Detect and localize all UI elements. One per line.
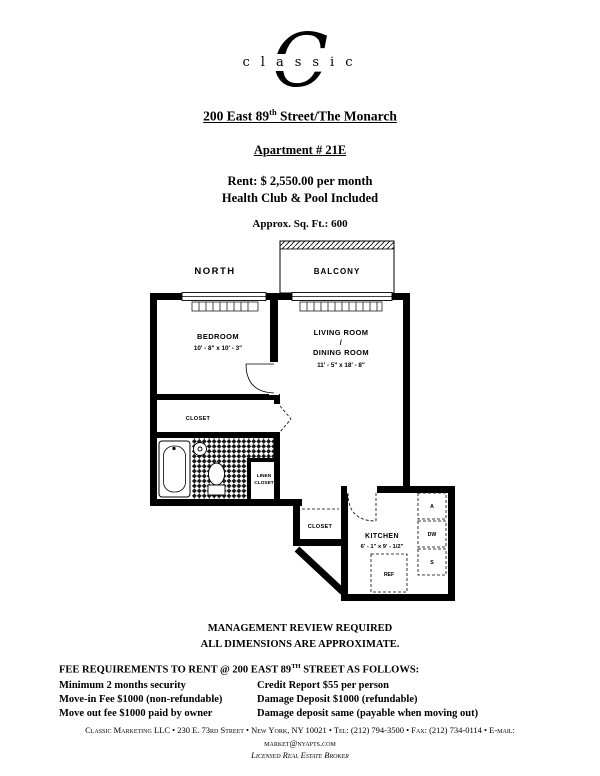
linen-closet-floor — [247, 457, 278, 499]
fee-item-right: Damage deposit same (payable when moving… — [257, 707, 479, 719]
linen-closet-walls — [247, 457, 278, 499]
fee-row: Minimum 2 months security Credit Report … — [59, 679, 541, 693]
kitchen-dims: 6' - 1" x 9' - 1/2" — [361, 544, 404, 550]
fee-heading-text: FEE REQUIREMENTS TO RENT @ 200 EAST 89 — [59, 664, 292, 676]
living-room-slash: / — [340, 338, 343, 347]
balcony-label: BALCONY — [314, 267, 361, 276]
linen-closet-label-2: CLOSET — [254, 480, 274, 486]
footer-contact-line: Classic Marketing LLC • 230 E. 73rd Stre… — [85, 724, 515, 748]
fee-heading-rest: STREET AS FOLLOWS: — [300, 664, 420, 676]
appliance-a-label: A — [430, 504, 434, 510]
floor-plan: NORTH BALCONY — [150, 240, 455, 601]
dining-room-label: DINING ROOM — [313, 348, 369, 357]
living-room-label: LIVING ROOM — [314, 328, 369, 337]
brand-logo: C classic — [0, 24, 600, 102]
fee-item-right: Damage Deposit $1000 (refundable) — [257, 693, 418, 705]
bedroom-closet-label: CLOSET — [186, 416, 211, 422]
radiator-icons — [191, 301, 383, 311]
bedroom-label: BEDROOM — [197, 332, 239, 341]
north-label: NORTH — [194, 266, 235, 277]
rent-line: Rent: $ 2,550.00 per month — [227, 173, 373, 188]
appliance-ref-label: REF — [384, 572, 394, 578]
sink-icon — [193, 441, 207, 456]
building-title: 200 East 89th Street/The Monarch — [0, 108, 600, 125]
notes-block: MANAGEMENT REVIEW REQUIRED ALL DIMENSION… — [0, 621, 600, 654]
fee-heading-sup: TH — [291, 663, 301, 671]
kitchen-label: KITCHEN — [365, 533, 399, 540]
management-review-note: MANAGEMENT REVIEW REQUIRED — [207, 622, 393, 634]
living-room-dims: 11' - 5" x 18' - 8" — [317, 362, 365, 369]
toilet-icon — [207, 462, 226, 495]
square-feet-line: Approx. Sq. Ft.: 600 — [252, 217, 348, 230]
footer-broker-line: Licensed Real Estate Broker — [251, 750, 349, 761]
footer: Classic Marketing LLC • 230 E. 73rd Stre… — [63, 724, 537, 762]
floor-plan-container: NORTH BALCONY — [0, 236, 600, 613]
bedroom-dims: 10' - 8" x 10' - 3" — [194, 345, 242, 352]
fee-row: Move out fee $1000 paid by owner Damage … — [59, 707, 541, 721]
kitchen-appliance-boxes — [370, 492, 447, 592]
building-title-sup: th — [269, 108, 277, 117]
hall-closet-label: CLOSET — [308, 524, 333, 530]
bathtub-icon — [158, 440, 191, 497]
building-title-rest: Street/The Monarch — [276, 108, 397, 124]
appliance-s-label: S — [430, 560, 434, 566]
appliance-dw-label: DW — [428, 532, 437, 538]
amenities-line: Health Club & Pool Included — [221, 190, 379, 205]
fee-requirements: FEE REQUIREMENTS TO RENT @ 200 EAST 89TH… — [59, 663, 541, 721]
fee-item-right: Credit Report $55 per person — [257, 679, 390, 691]
windows — [181, 291, 393, 301]
fee-item-left: Minimum 2 months security — [59, 679, 186, 691]
fee-item-left: Move out fee $1000 paid by owner — [59, 707, 213, 719]
door-swings — [245, 363, 377, 521]
dimensions-note: ALL DIMENSIONS ARE APPROXIMATE. — [200, 638, 400, 650]
brand-wordmark: classic — [236, 54, 364, 71]
apartment-label: Apartment # 21E — [253, 142, 347, 157]
door-openings — [269, 361, 377, 494]
building-title-text: 200 East 89 — [203, 108, 270, 124]
diagonal-wall — [294, 545, 346, 595]
linen-closet-label-1: LINEN — [257, 473, 272, 479]
fee-row: Move-in Fee $1000 (non-refundable) Damag… — [59, 693, 541, 707]
fee-item-left: Move-in Fee $1000 (non-refundable) — [59, 693, 223, 705]
walls — [150, 292, 455, 601]
fee-heading: FEE REQUIREMENTS TO RENT @ 200 EAST 89TH… — [59, 663, 541, 676]
